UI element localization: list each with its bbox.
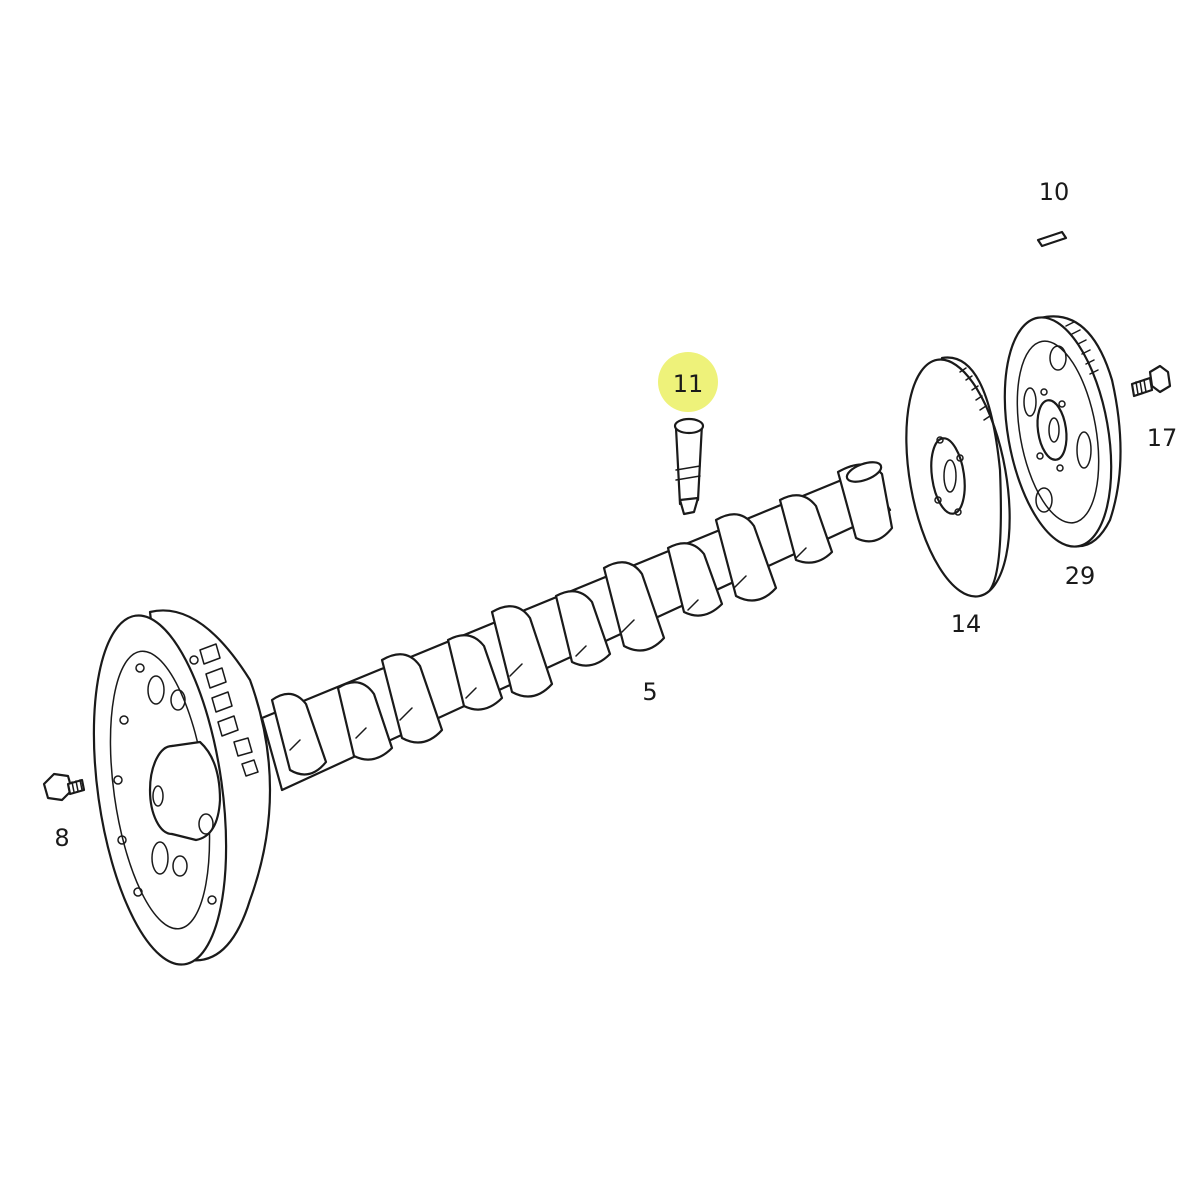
callout-5: 5 xyxy=(642,678,657,706)
camshaft-gear-hub[interactable] xyxy=(74,607,272,973)
gear-wheel-29[interactable] xyxy=(989,309,1128,555)
bolt-17[interactable] xyxy=(1130,364,1172,398)
callout-29: 29 xyxy=(1065,562,1096,590)
roll-pin-10[interactable] xyxy=(1036,230,1068,248)
callout-14: 14 xyxy=(951,610,982,638)
camshaft[interactable] xyxy=(260,458,894,792)
callout-11: 11 xyxy=(673,370,704,398)
gear-teeth xyxy=(199,643,259,777)
callout-8: 8 xyxy=(54,824,69,852)
camshaft-lobes xyxy=(270,461,894,776)
callout-10: 10 xyxy=(1039,178,1070,206)
hub-bolt-holes xyxy=(113,655,217,905)
callout-highlight xyxy=(658,352,718,412)
callout-17: 17 xyxy=(1147,424,1178,452)
bolt-8[interactable] xyxy=(42,772,86,802)
pin-11[interactable] xyxy=(673,417,705,516)
sender-wheel-14[interactable] xyxy=(890,351,1026,604)
